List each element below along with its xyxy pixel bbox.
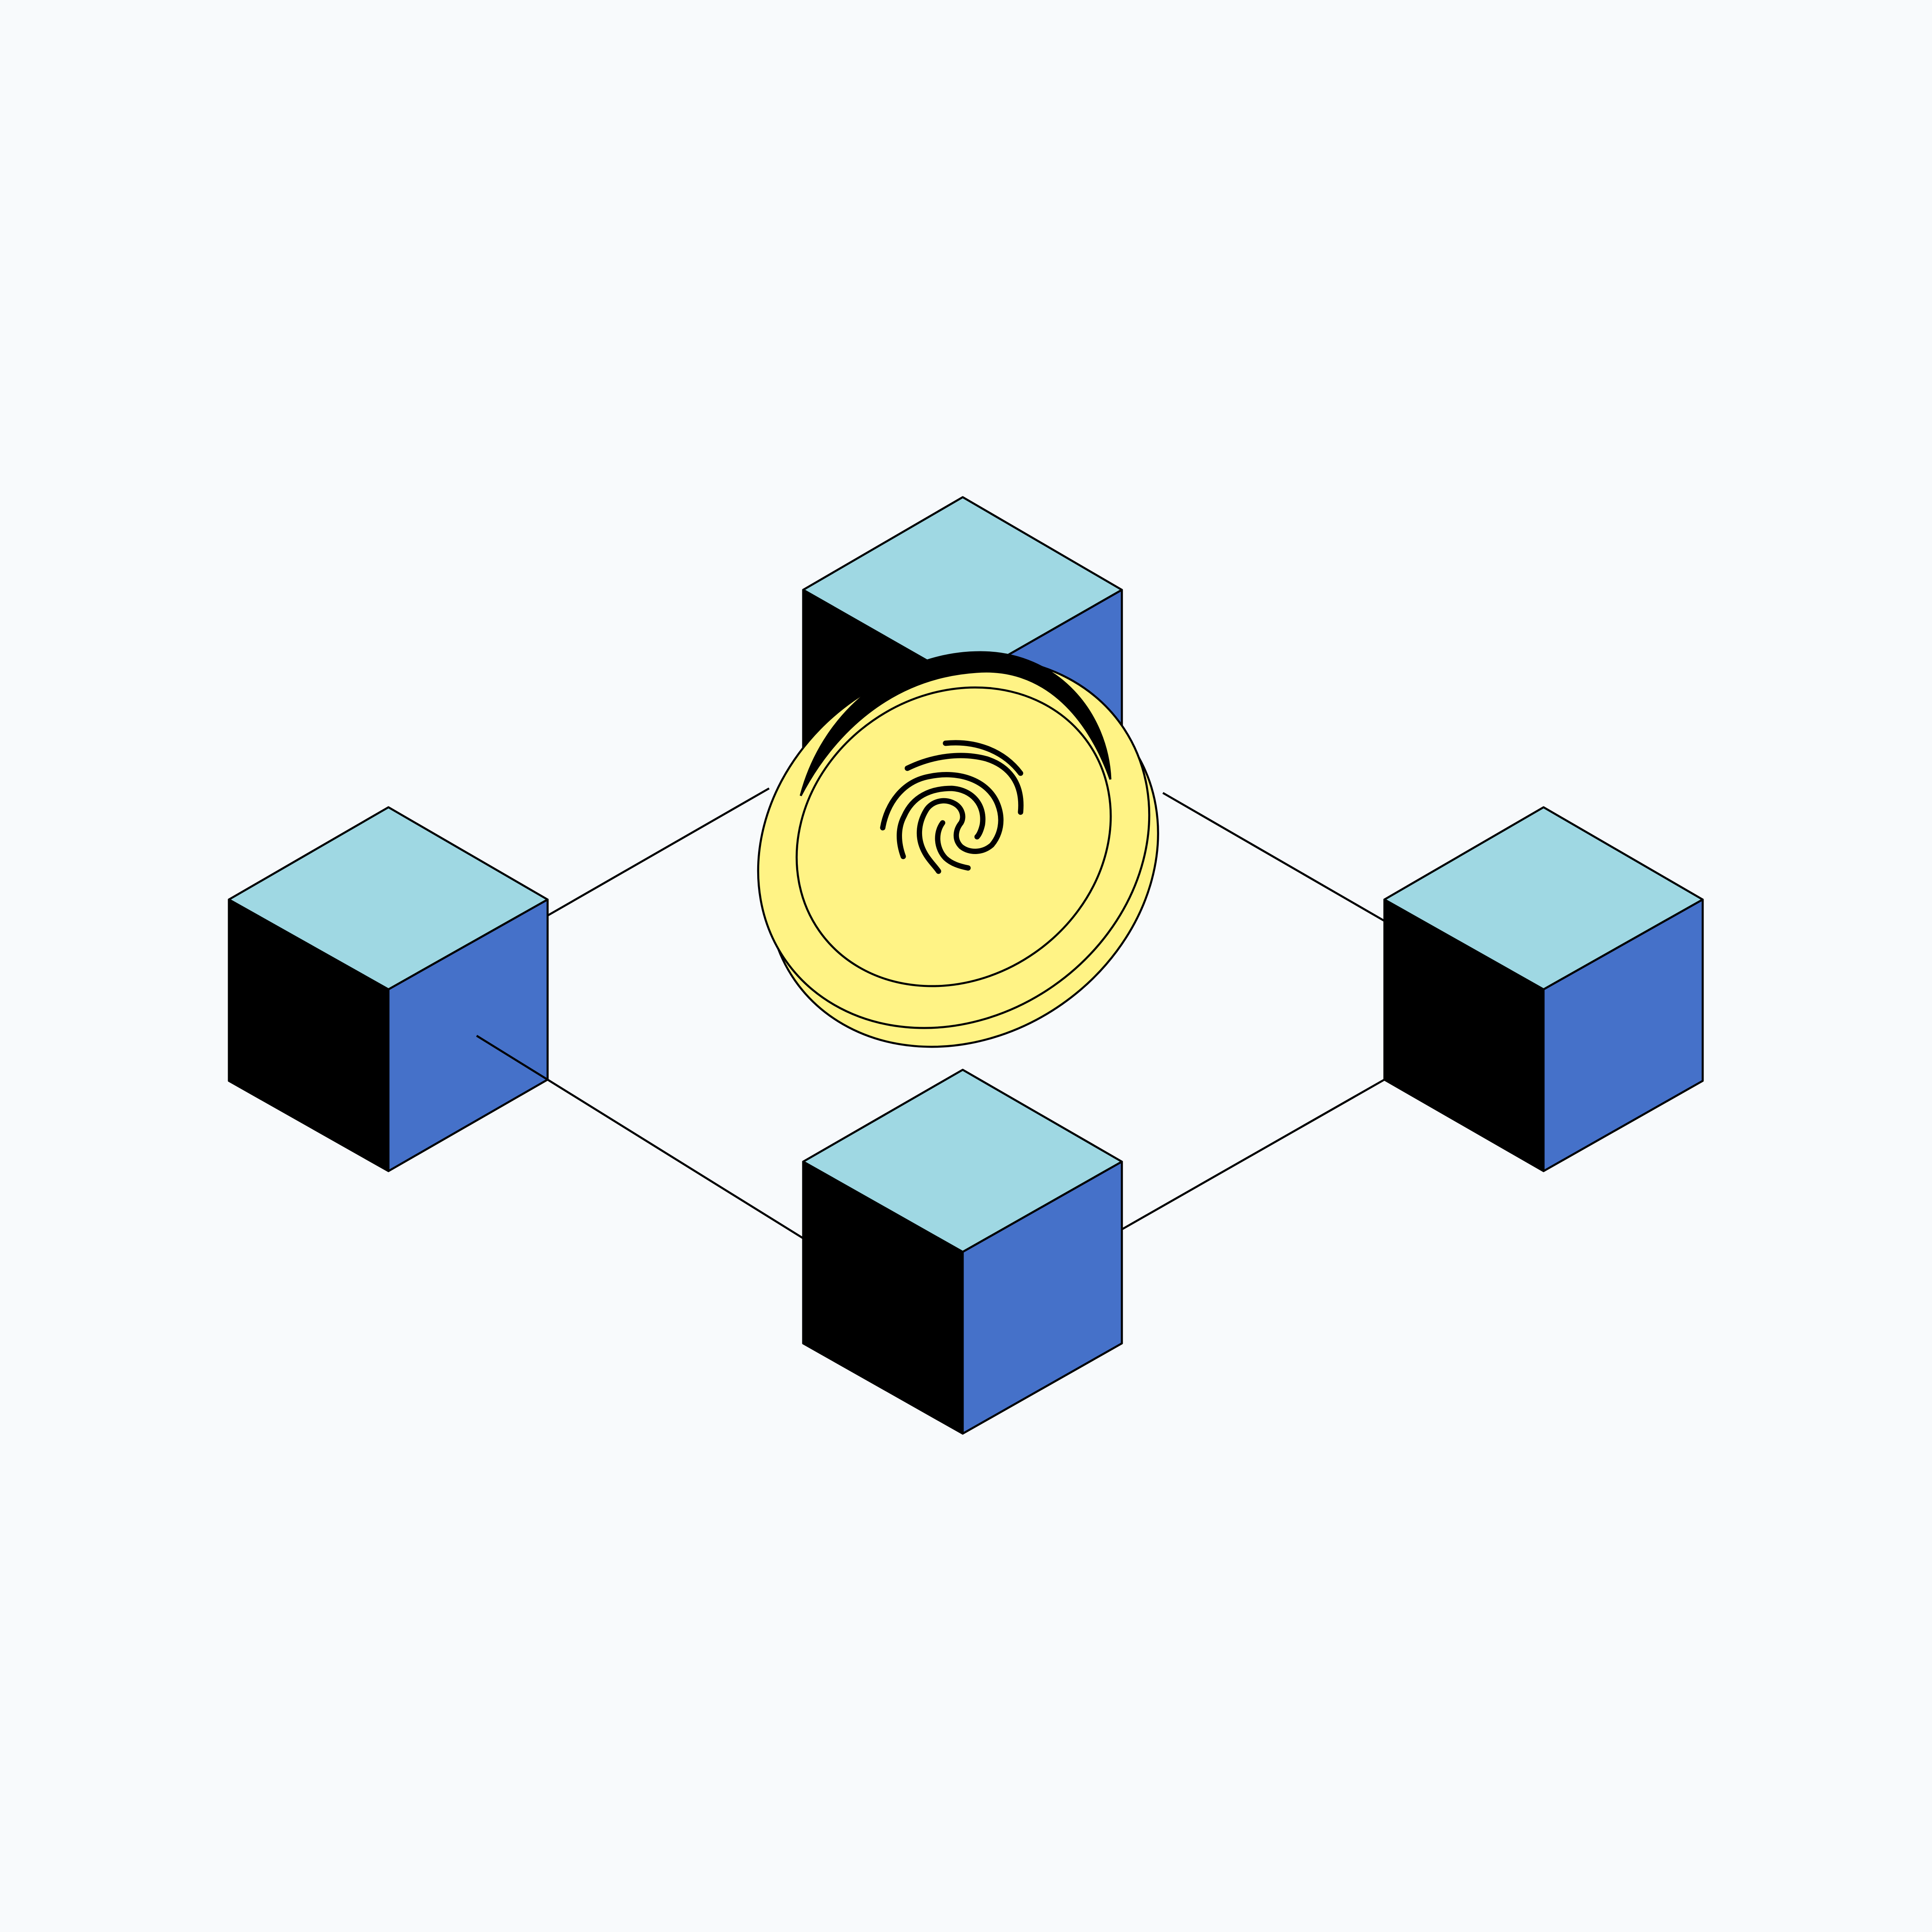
cube-right-face [961,1160,1123,1435]
link-left-bottom-inner [476,1035,548,1081]
block-node-right [1383,806,1704,1172]
fingerprint-token [757,651,1159,1048]
cube-right-face [1542,898,1704,1172]
network-links [547,787,1385,1240]
link-bottom-right [1121,1078,1385,1231]
link-left-bottom [547,1078,805,1240]
block-node-left [228,806,549,1172]
coin-rim-shadow [799,651,1112,797]
fingerprint-icon [880,740,1024,874]
block-node-bottom [802,1069,1123,1435]
link-top-right [1162,792,1385,922]
link-left-top [547,787,770,917]
